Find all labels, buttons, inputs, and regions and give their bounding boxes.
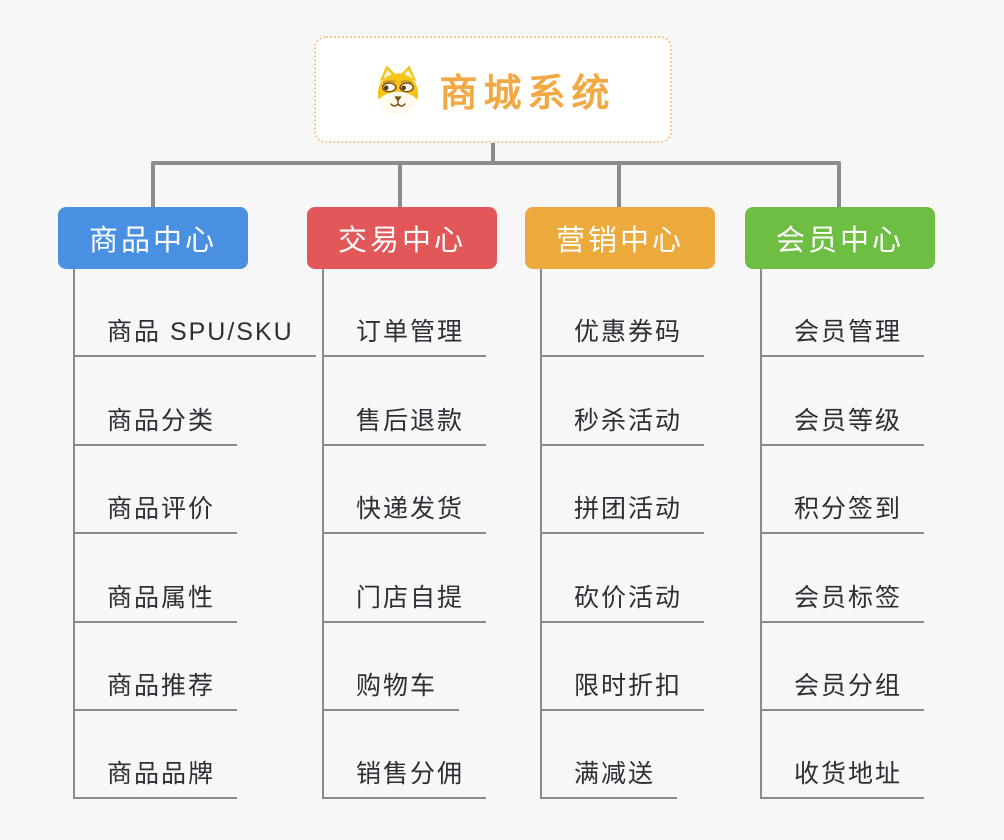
leaf-product-brand[interactable]: 商品品牌 [73,754,238,800]
list-item: 购物车 [322,623,486,711]
branch-list-marketing: 优惠券码 秒杀活动 拼团活动 砍价活动 限时折扣 满减送 [540,269,705,800]
list-item: 砍价活动 [540,534,705,623]
leaf-member-tag[interactable]: 会员标签 [760,578,925,623]
leaf-sales-commission[interactable]: 销售分佣 [322,754,487,800]
list-item: 商品评价 [73,446,316,535]
list-item: 售后退款 [322,357,487,446]
branch-list-trade: 订单管理 售后退款 快递发货 门店自提 购物车 销售分佣 [322,269,487,800]
leaf-product-spu-sku[interactable]: 商品 SPU/SKU [73,312,316,358]
leaf-express-delivery[interactable]: 快递发货 [322,489,487,535]
list-item: 会员等级 [760,357,925,446]
dog-icon [378,65,419,114]
list-item: 会员管理 [760,269,925,358]
leaf-order-management[interactable]: 订单管理 [322,312,487,358]
leaf-product-recommend[interactable]: 商品推荐 [73,666,238,711]
leaf-bargain-activity[interactable]: 砍价活动 [540,578,705,623]
connector-root-stub [491,143,495,163]
list-item: 拼团活动 [540,446,705,535]
root-node[interactable]: 商城系统 [314,36,672,143]
connector-trunk [151,161,841,165]
connector-drop-marketing [617,163,621,207]
branch-header-marketing[interactable]: 营销中心 [525,207,715,269]
branch-header-member[interactable]: 会员中心 [745,207,935,269]
list-item: 商品属性 [73,534,316,623]
leaf-limited-time-discount[interactable]: 限时折扣 [540,666,705,711]
list-item: 订单管理 [322,269,487,358]
branch-product: 商品中心 商品 SPU/SKU 商品分类 商品评价 商品属性 商品推荐 商品品牌 [58,207,316,800]
connector-drop-member [837,163,841,207]
list-item: 门店自提 [322,534,487,623]
leaf-shipping-address[interactable]: 收货地址 [760,754,925,800]
list-item: 会员标签 [760,534,925,623]
list-item: 收货地址 [760,711,925,800]
root-title: 商城系统 [439,73,616,115]
branch-header-trade[interactable]: 交易中心 [307,207,497,269]
connector-drop-trade [398,163,402,207]
list-item: 商品 SPU/SKU [73,269,316,358]
list-item: 商品品牌 [73,711,316,800]
branch-list-member: 会员管理 会员等级 积分签到 会员标签 会员分组 收货地址 [760,269,925,800]
leaf-coupon-code[interactable]: 优惠券码 [540,312,705,358]
list-item: 积分签到 [760,446,925,535]
list-item: 优惠券码 [540,269,705,358]
list-item: 销售分佣 [322,711,487,800]
leaf-store-pickup[interactable]: 门店自提 [322,578,487,623]
leaf-member-management[interactable]: 会员管理 [760,312,925,358]
leaf-product-attribute[interactable]: 商品属性 [73,578,238,623]
leaf-shopping-cart[interactable]: 购物车 [322,666,460,711]
list-item: 秒杀活动 [540,357,705,446]
leaf-points-checkin[interactable]: 积分签到 [760,489,925,535]
list-item: 商品推荐 [73,623,316,711]
leaf-full-reduction[interactable]: 满减送 [540,754,678,800]
leaf-group-buy[interactable]: 拼团活动 [540,489,705,535]
branch-header-product[interactable]: 商品中心 [58,207,248,269]
branch-member: 会员中心 会员管理 会员等级 积分签到 会员标签 会员分组 收货地址 [745,207,935,800]
branch-trade: 交易中心 订单管理 售后退款 快递发货 门店自提 购物车 销售分佣 [307,207,497,800]
list-item: 快递发货 [322,446,487,535]
leaf-flash-sale[interactable]: 秒杀活动 [540,401,705,446]
leaf-product-category[interactable]: 商品分类 [73,401,238,446]
branch-marketing: 营销中心 优惠券码 秒杀活动 拼团活动 砍价活动 限时折扣 满减送 [525,207,715,800]
list-item: 限时折扣 [540,623,705,711]
leaf-product-review[interactable]: 商品评价 [73,489,238,535]
list-item: 商品分类 [73,357,316,446]
connector-drop-product [151,163,155,207]
list-item: 会员分组 [760,623,925,711]
leaf-aftersale-refund[interactable]: 售后退款 [322,401,487,446]
branch-list-product: 商品 SPU/SKU 商品分类 商品评价 商品属性 商品推荐 商品品牌 [73,269,316,800]
leaf-member-group[interactable]: 会员分组 [760,666,925,711]
leaf-member-level[interactable]: 会员等级 [760,401,925,446]
list-item: 满减送 [540,711,704,800]
